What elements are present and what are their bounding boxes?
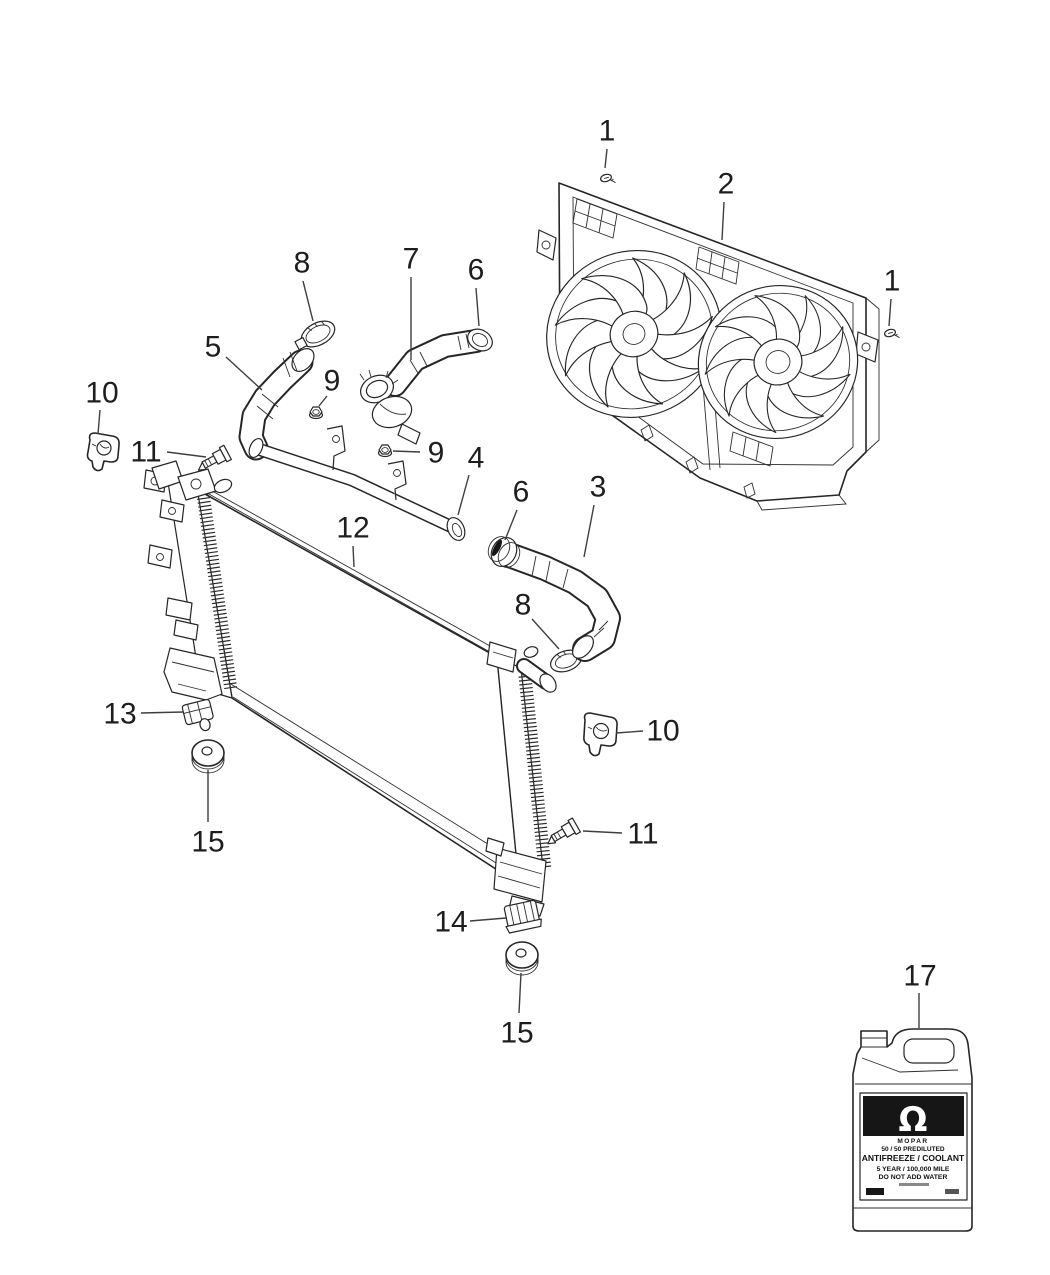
callout-1: 1 (599, 115, 616, 148)
callout-leader-6 (504, 509, 518, 541)
tube-mounting-ear-1 (326, 425, 346, 471)
callout-5: 5 (205, 331, 222, 364)
hose-quick-connector (487, 536, 521, 568)
callout-leader-5 (225, 356, 263, 391)
shroud-vent-grid (572, 198, 774, 467)
coolant-jug: Ω MOPAR 50 / 50 PREDILUTED ANTIFREEZE / … (852, 1028, 973, 1232)
callout-leader-15 (518, 972, 522, 1014)
jug-line-prediluted: 50 / 50 PREDILUTED (881, 1146, 945, 1153)
callout-leader-12 (352, 545, 355, 568)
radiator-top-left-fittings (151, 460, 233, 523)
label-black-band (863, 1096, 964, 1136)
radiator-inlet-fittings (486, 641, 557, 693)
screw-top (600, 173, 616, 184)
callout-leader-10 (615, 730, 644, 734)
upper-radiator-hose (238, 348, 315, 461)
right-fan-hub (753, 338, 803, 386)
callout-leader-6 (475, 287, 480, 327)
jug-line-warranty: 5 YEAR / 100,000 MILE (877, 1166, 950, 1173)
push-screw-right (547, 817, 581, 845)
jug-line-product: ANTIFREEZE / COOLANT (862, 1153, 965, 1163)
callout-leader-8 (302, 280, 314, 322)
jug-label: Ω MOPAR 50 / 50 PREDILUTED ANTIFREEZE / … (859, 1092, 968, 1201)
jug-line-warning: DO NOT ADD WATER (879, 1174, 948, 1181)
lower-radiator-hose (487, 536, 621, 662)
outlet-pipe (359, 328, 493, 445)
callout-leader-9 (318, 395, 328, 407)
radiator (143, 460, 557, 917)
callout-8: 8 (294, 247, 311, 280)
left-fan-hub (609, 310, 659, 358)
jug-brand: MOPAR (897, 1138, 928, 1145)
callout-8: 8 (515, 589, 532, 622)
callout-11: 11 (627, 818, 658, 851)
callout-4: 4 (468, 442, 485, 475)
callout-17: 17 (903, 960, 936, 993)
callout-3: 3 (590, 471, 607, 504)
callout-9: 9 (324, 365, 341, 398)
callout-1: 1 (884, 265, 901, 298)
callout-leader-9 (392, 450, 421, 453)
screw-right (884, 328, 900, 339)
retainer-clip-14 (503, 899, 542, 934)
callout-leader-10 (97, 409, 101, 435)
callout-11: 11 (130, 436, 161, 469)
right-fan (696, 284, 859, 439)
callout-15: 15 (500, 1017, 533, 1050)
callout-leader-11 (166, 451, 207, 458)
callout-leader-1 (888, 298, 892, 327)
callout-7: 7 (403, 243, 420, 276)
retainer-clip-13 (181, 698, 214, 732)
push-screw-left (197, 444, 232, 471)
mounting-clip-left (86, 432, 120, 472)
callout-leader-1 (604, 148, 608, 169)
callout-10: 10 (646, 715, 679, 748)
callout-12: 12 (336, 512, 369, 545)
callout-leader-14 (469, 917, 507, 922)
callout-6: 6 (513, 476, 530, 509)
callout-10: 10 (85, 377, 118, 410)
jug-handle-hole (903, 1038, 955, 1064)
mounting-clip-right (583, 712, 618, 757)
callout-leader-8 (531, 618, 560, 650)
callout-leader-11 (582, 830, 623, 834)
grommet-bottom (505, 941, 539, 976)
fan-shroud-assembly (536, 182, 880, 511)
shroud-left-ear (536, 229, 557, 261)
callout-leader-4 (457, 474, 470, 516)
nut-1 (308, 406, 324, 420)
callout-13: 13 (103, 698, 136, 731)
hose-clamp-upper (294, 320, 336, 351)
callout-6: 6 (468, 254, 485, 287)
left-fan (546, 250, 723, 418)
coolant-tube (248, 425, 466, 541)
callout-9: 9 (428, 437, 445, 470)
grommet-left (191, 739, 225, 774)
mopar-logo-icon: Ω (899, 1100, 928, 1140)
nut-2 (377, 444, 393, 458)
callout-15: 15 (191, 826, 224, 859)
callout-leader-3 (583, 504, 595, 558)
tube-mounting-ear-2 (387, 460, 407, 501)
callout-14: 14 (434, 906, 467, 939)
callout-leader-2 (721, 201, 725, 241)
callout-leader-13 (140, 711, 184, 714)
callout-2: 2 (718, 168, 735, 201)
